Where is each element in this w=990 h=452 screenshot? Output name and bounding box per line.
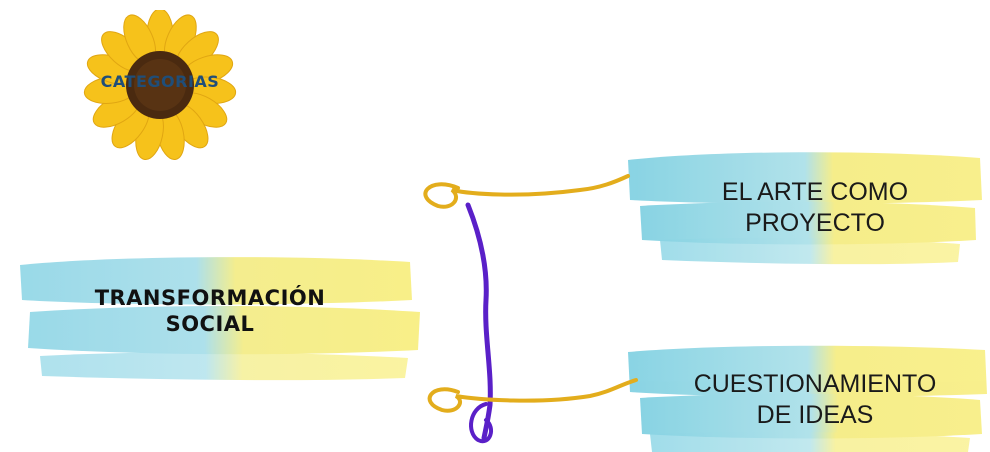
branch-node-1: EL ARTE COMO PROYECTO (655, 177, 975, 240)
logo-label: CATEGORIAS (100, 72, 220, 91)
connector-top-gold (423, 174, 630, 209)
branch-2-line2: DE IDEAS (756, 401, 874, 430)
branch-1-line2: PROYECTO (745, 209, 885, 238)
branch-2-brush (628, 345, 987, 452)
branch-2-line1: CUESTIONAMIENTO (693, 370, 937, 398)
center-node-brush (20, 257, 420, 381)
connector-bottom-purple-loop (469, 402, 494, 444)
sunflower-icon (83, 8, 237, 160)
center-node-label: TRANSFORMACIÓN SOCIAL (30, 285, 390, 338)
center-node-line1: TRANSFORMACIÓN (94, 286, 326, 310)
categorias-logo: CATEGORIAS (80, 8, 240, 160)
connector-bottom-gold (427, 378, 638, 413)
branch-1-brush (628, 152, 982, 265)
center-node-line2: SOCIAL (165, 312, 255, 337)
branch-1-line1: EL ARTE COMO (721, 178, 909, 206)
branch-node-2: CUESTIONAMIENTO DE IDEAS (655, 369, 975, 432)
